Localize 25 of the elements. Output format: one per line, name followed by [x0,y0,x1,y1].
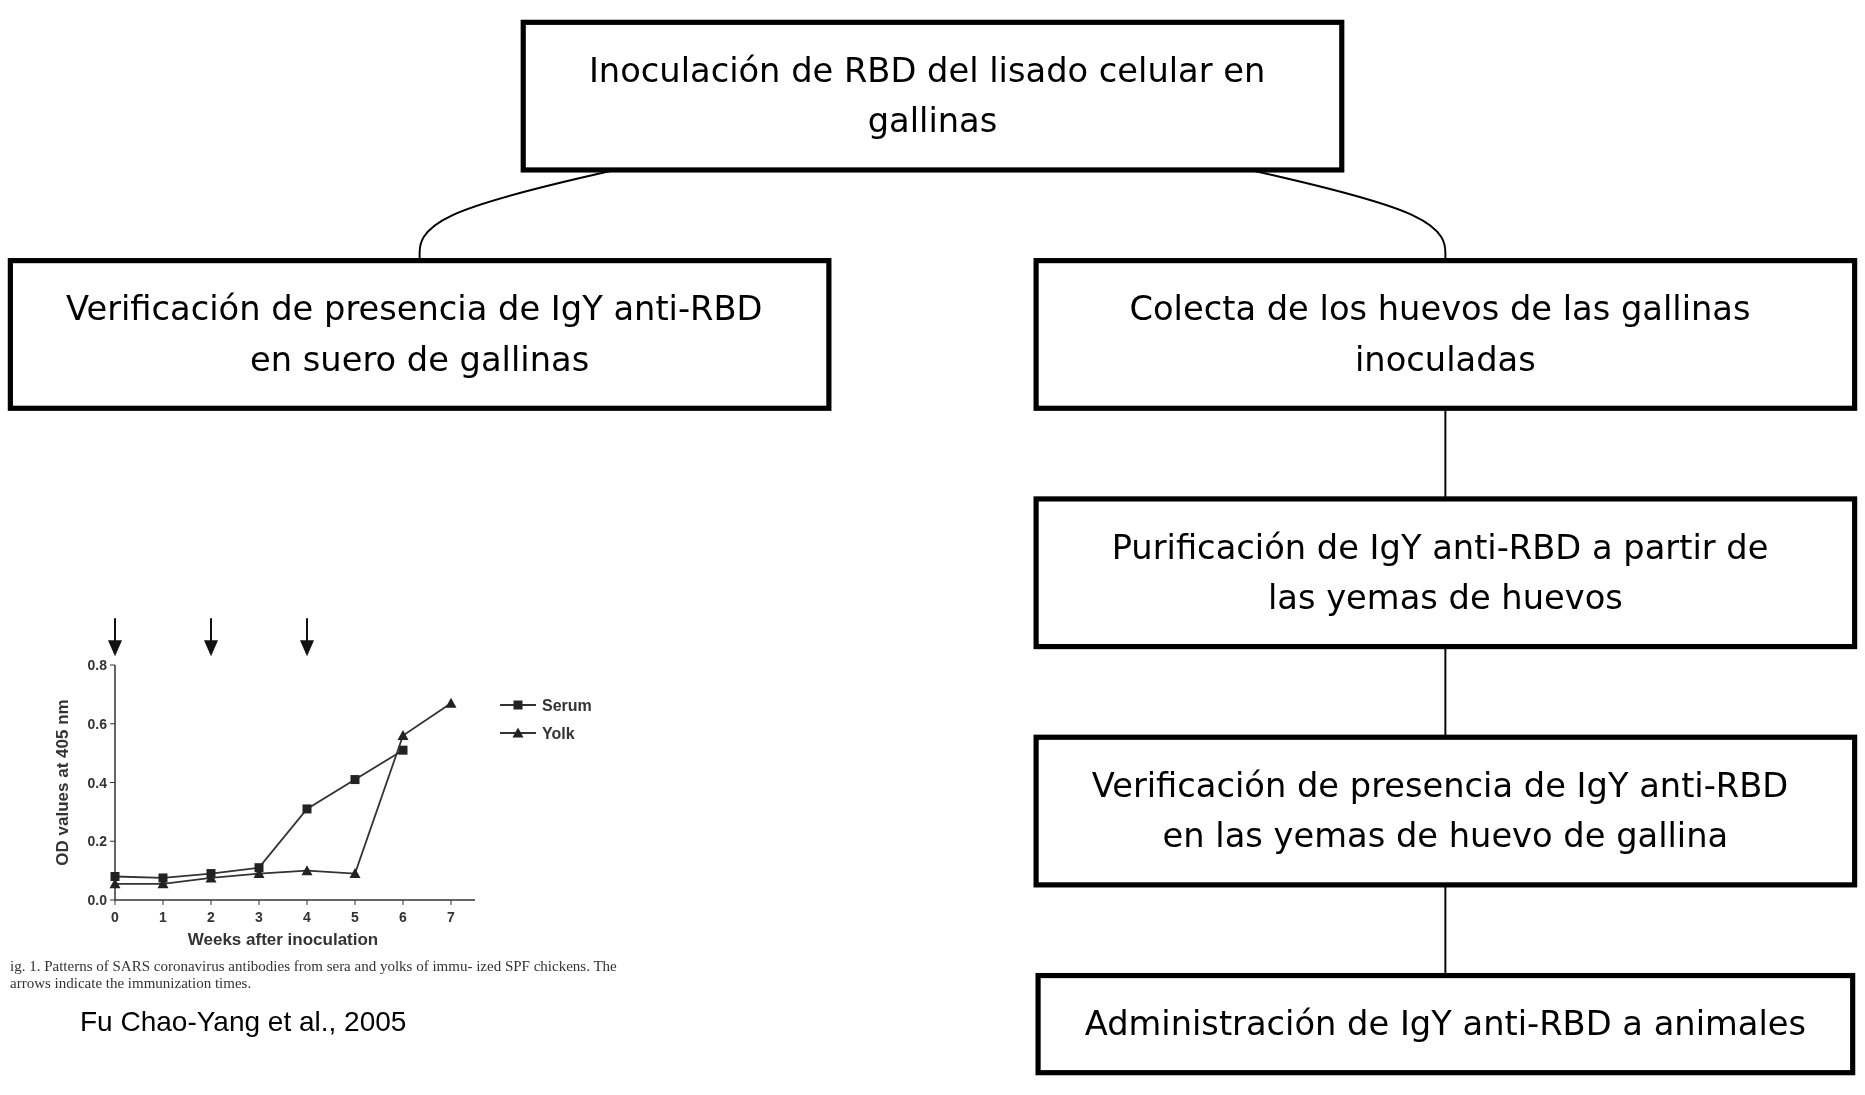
tick-label: 7 [447,909,455,925]
tick-label: 0.8 [87,657,107,673]
tick-label: 3 [255,909,263,925]
tick-label: 6 [399,909,407,925]
tick-label: 5 [351,909,359,925]
node-box: Inoculación de RBD del lisado celular en gallinas [520,19,1345,173]
tick-label: 4 [303,909,311,925]
tick-label: 0.4 [87,774,107,791]
tick-label: 0.6 [87,715,107,732]
tick-label: 1 [159,909,167,925]
node-box: Verificación de presencia de IgY anti-RBD en suero de gallinas [7,258,832,411]
node-box: Purificación de IgY anti-RBD a partir de las yemas de huevos [1033,496,1858,650]
tick-label: 2 [207,909,215,925]
node-box: Colecta de los huevos de las gallinas inoculadas [1033,258,1858,411]
axis-title: Weeks after inoculation [187,930,379,949]
node-box: Verificación de presencia de IgY anti-RBD en las yemas de huevo de gallina [1033,734,1858,888]
citation-text: Fu Chao-Yang et al., 2005 [80,1006,407,1038]
tick-label: 0.0 [87,892,107,908]
tick-label: 0 [111,909,119,925]
legend-label: Yolk [542,725,575,742]
axis-title: OD values at 405 nm [53,699,72,866]
figure-caption: ig. 1. Patterns of SARS coronavirus antibodies from sera and yolks of immu- ized SPF chickens. The arrows indicate the immunization times. [10,958,618,992]
legend-label: Serum [542,697,592,714]
node-box: Administración de IgY anti-RBD a animales [1035,972,1856,1076]
tick-label: 0.2 [87,833,107,850]
